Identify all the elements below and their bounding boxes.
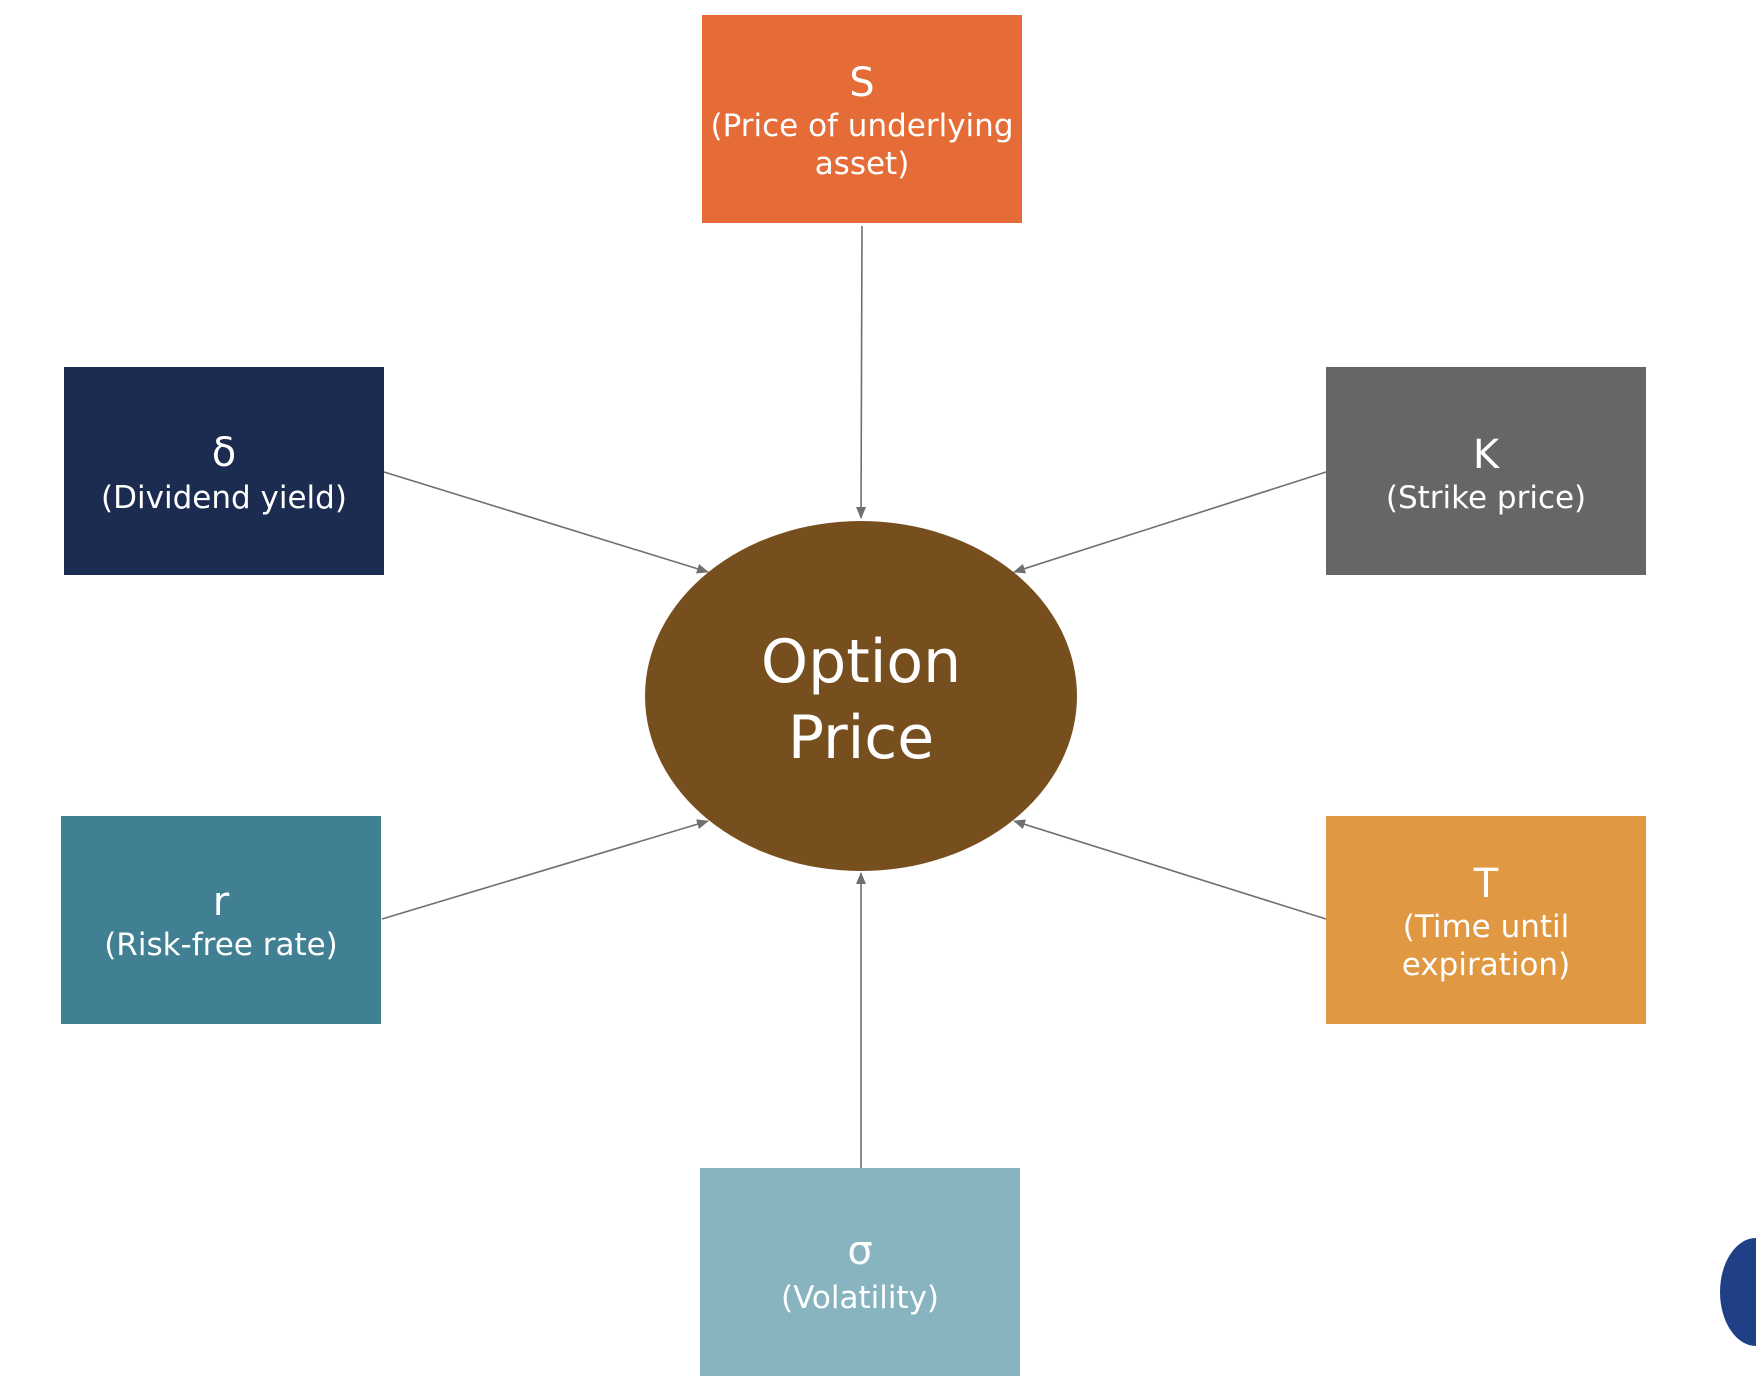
- factor-box-risk-free-rate: r (Risk-free rate): [61, 816, 381, 1024]
- factor-box-sigma-rect: [700, 1168, 1020, 1376]
- arrow-time-until-expiration-to-option-price: [1013, 819, 1327, 920]
- factor-symbol-r: r: [213, 879, 230, 925]
- factor-box-dividend-yield: δ (Dividend yield): [64, 367, 384, 575]
- partial-circle-logo-icon: [1720, 1238, 1756, 1346]
- option-price-node: Option Price: [645, 521, 1077, 871]
- factor-box-s-rect: [702, 15, 1022, 223]
- arrow-s-to-option-price: [856, 225, 867, 519]
- factor-desc-t-line-2: expiration): [1402, 947, 1570, 983]
- factor-symbol-s: S: [849, 60, 874, 106]
- factor-desc-s-line-2: asset): [815, 146, 910, 182]
- factor-box-volatility: σ (Volatility): [700, 1168, 1020, 1376]
- factor-desc-k: (Strike price): [1386, 480, 1586, 516]
- factor-symbol-k: K: [1473, 432, 1501, 478]
- arrow-risk-free-rate-to-option-price: [381, 819, 709, 920]
- option-price-ellipse: [645, 521, 1077, 871]
- factor-symbol-t: T: [1473, 861, 1499, 907]
- factor-box-time-until-expiration: T (Time until expiration): [1326, 816, 1646, 1024]
- factor-symbol-delta: δ: [212, 430, 236, 476]
- factor-box-r-rect: [61, 816, 381, 1024]
- option-price-label-line-2: Price: [788, 703, 934, 773]
- arrow-dividend-yield-to-option-price: [383, 471, 709, 574]
- factor-box-t-rect: [1326, 816, 1646, 1024]
- factor-box-k-rect: [1326, 367, 1646, 575]
- factor-desc-t-line-1: (Time until: [1403, 909, 1570, 945]
- factor-desc-r: (Risk-free rate): [104, 927, 338, 963]
- factor-box-strike-price: K (Strike price): [1326, 367, 1646, 575]
- factor-symbol-sigma: σ: [847, 1228, 872, 1274]
- factor-box-price-of-underlying-asset: S (Price of underlying asset): [702, 15, 1022, 223]
- arrow-strike-price-to-option-price: [1013, 471, 1327, 574]
- option-price-label-line-1: Option: [761, 627, 961, 697]
- factor-desc-delta: (Dividend yield): [101, 480, 347, 516]
- factor-desc-s-line-1: (Price of underlying: [711, 108, 1014, 144]
- factor-box-delta-rect: [64, 367, 384, 575]
- factor-desc-sigma: (Volatility): [781, 1280, 939, 1316]
